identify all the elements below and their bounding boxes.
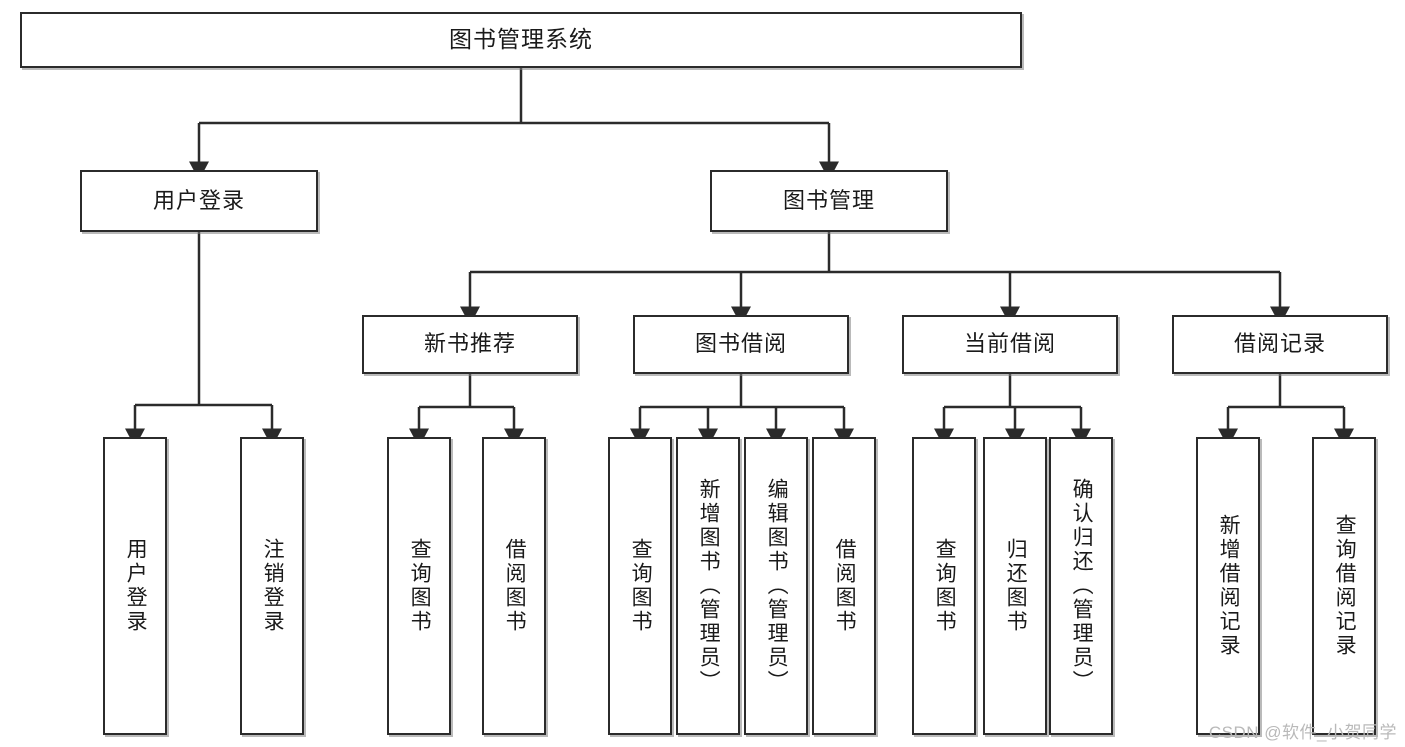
- node-leaf-6[interactable]: 新增图书（管理员）: [676, 437, 740, 735]
- node-current[interactable]: 当前借阅: [902, 315, 1118, 374]
- node-label: 查询图书: [933, 538, 957, 634]
- node-label: 图书管理: [782, 187, 875, 213]
- node-leaf-5[interactable]: 查询图书: [608, 437, 672, 735]
- node-label: 新增借阅记录: [1217, 514, 1241, 658]
- node-label: 归还图书: [1004, 538, 1028, 634]
- node-label: 查询借阅记录: [1333, 514, 1357, 658]
- node-label: 借阅图书: [833, 538, 857, 634]
- node-label: 注销登录: [261, 538, 285, 634]
- node-borrow[interactable]: 图书借阅: [633, 315, 849, 374]
- node-leaf-2[interactable]: 注销登录: [240, 437, 304, 735]
- node-label: 图书借阅: [694, 331, 787, 357]
- node-label: 借阅记录: [1233, 331, 1326, 357]
- node-label: 当前借阅: [963, 331, 1056, 357]
- node-leaf-10[interactable]: 归还图书: [983, 437, 1047, 735]
- node-label: 查询图书: [408, 538, 432, 634]
- node-label: 图书管理系统: [449, 26, 593, 53]
- node-label: 用户登录: [152, 187, 245, 213]
- node-leaf-1[interactable]: 用户登录: [103, 437, 167, 735]
- node-leaf-11[interactable]: 确认归还（管理员）: [1049, 437, 1113, 735]
- node-label: 新书推荐: [423, 331, 516, 357]
- node-leaf-4[interactable]: 借阅图书: [482, 437, 546, 735]
- node-label: 确认归还（管理员）: [1070, 478, 1094, 694]
- node-label: 新增图书（管理员）: [697, 478, 721, 694]
- node-leaf-8[interactable]: 借阅图书: [812, 437, 876, 735]
- node-login[interactable]: 用户登录: [80, 170, 318, 232]
- node-bookmgmt[interactable]: 图书管理: [710, 170, 948, 232]
- node-newbook[interactable]: 新书推荐: [362, 315, 578, 374]
- watermark: CSDN @软件_小贺同学: [1208, 723, 1397, 742]
- node-root[interactable]: 图书管理系统: [20, 12, 1022, 68]
- node-leaf-12[interactable]: 新增借阅记录: [1196, 437, 1260, 735]
- node-label: 借阅图书: [503, 538, 527, 634]
- node-label: 用户登录: [124, 538, 148, 634]
- node-label: 编辑图书（管理员）: [765, 478, 789, 694]
- node-leaf-7[interactable]: 编辑图书（管理员）: [744, 437, 808, 735]
- node-leaf-9[interactable]: 查询图书: [912, 437, 976, 735]
- node-leaf-13[interactable]: 查询借阅记录: [1312, 437, 1376, 735]
- node-label: 查询图书: [629, 538, 653, 634]
- node-records[interactable]: 借阅记录: [1172, 315, 1388, 374]
- node-leaf-3[interactable]: 查询图书: [387, 437, 451, 735]
